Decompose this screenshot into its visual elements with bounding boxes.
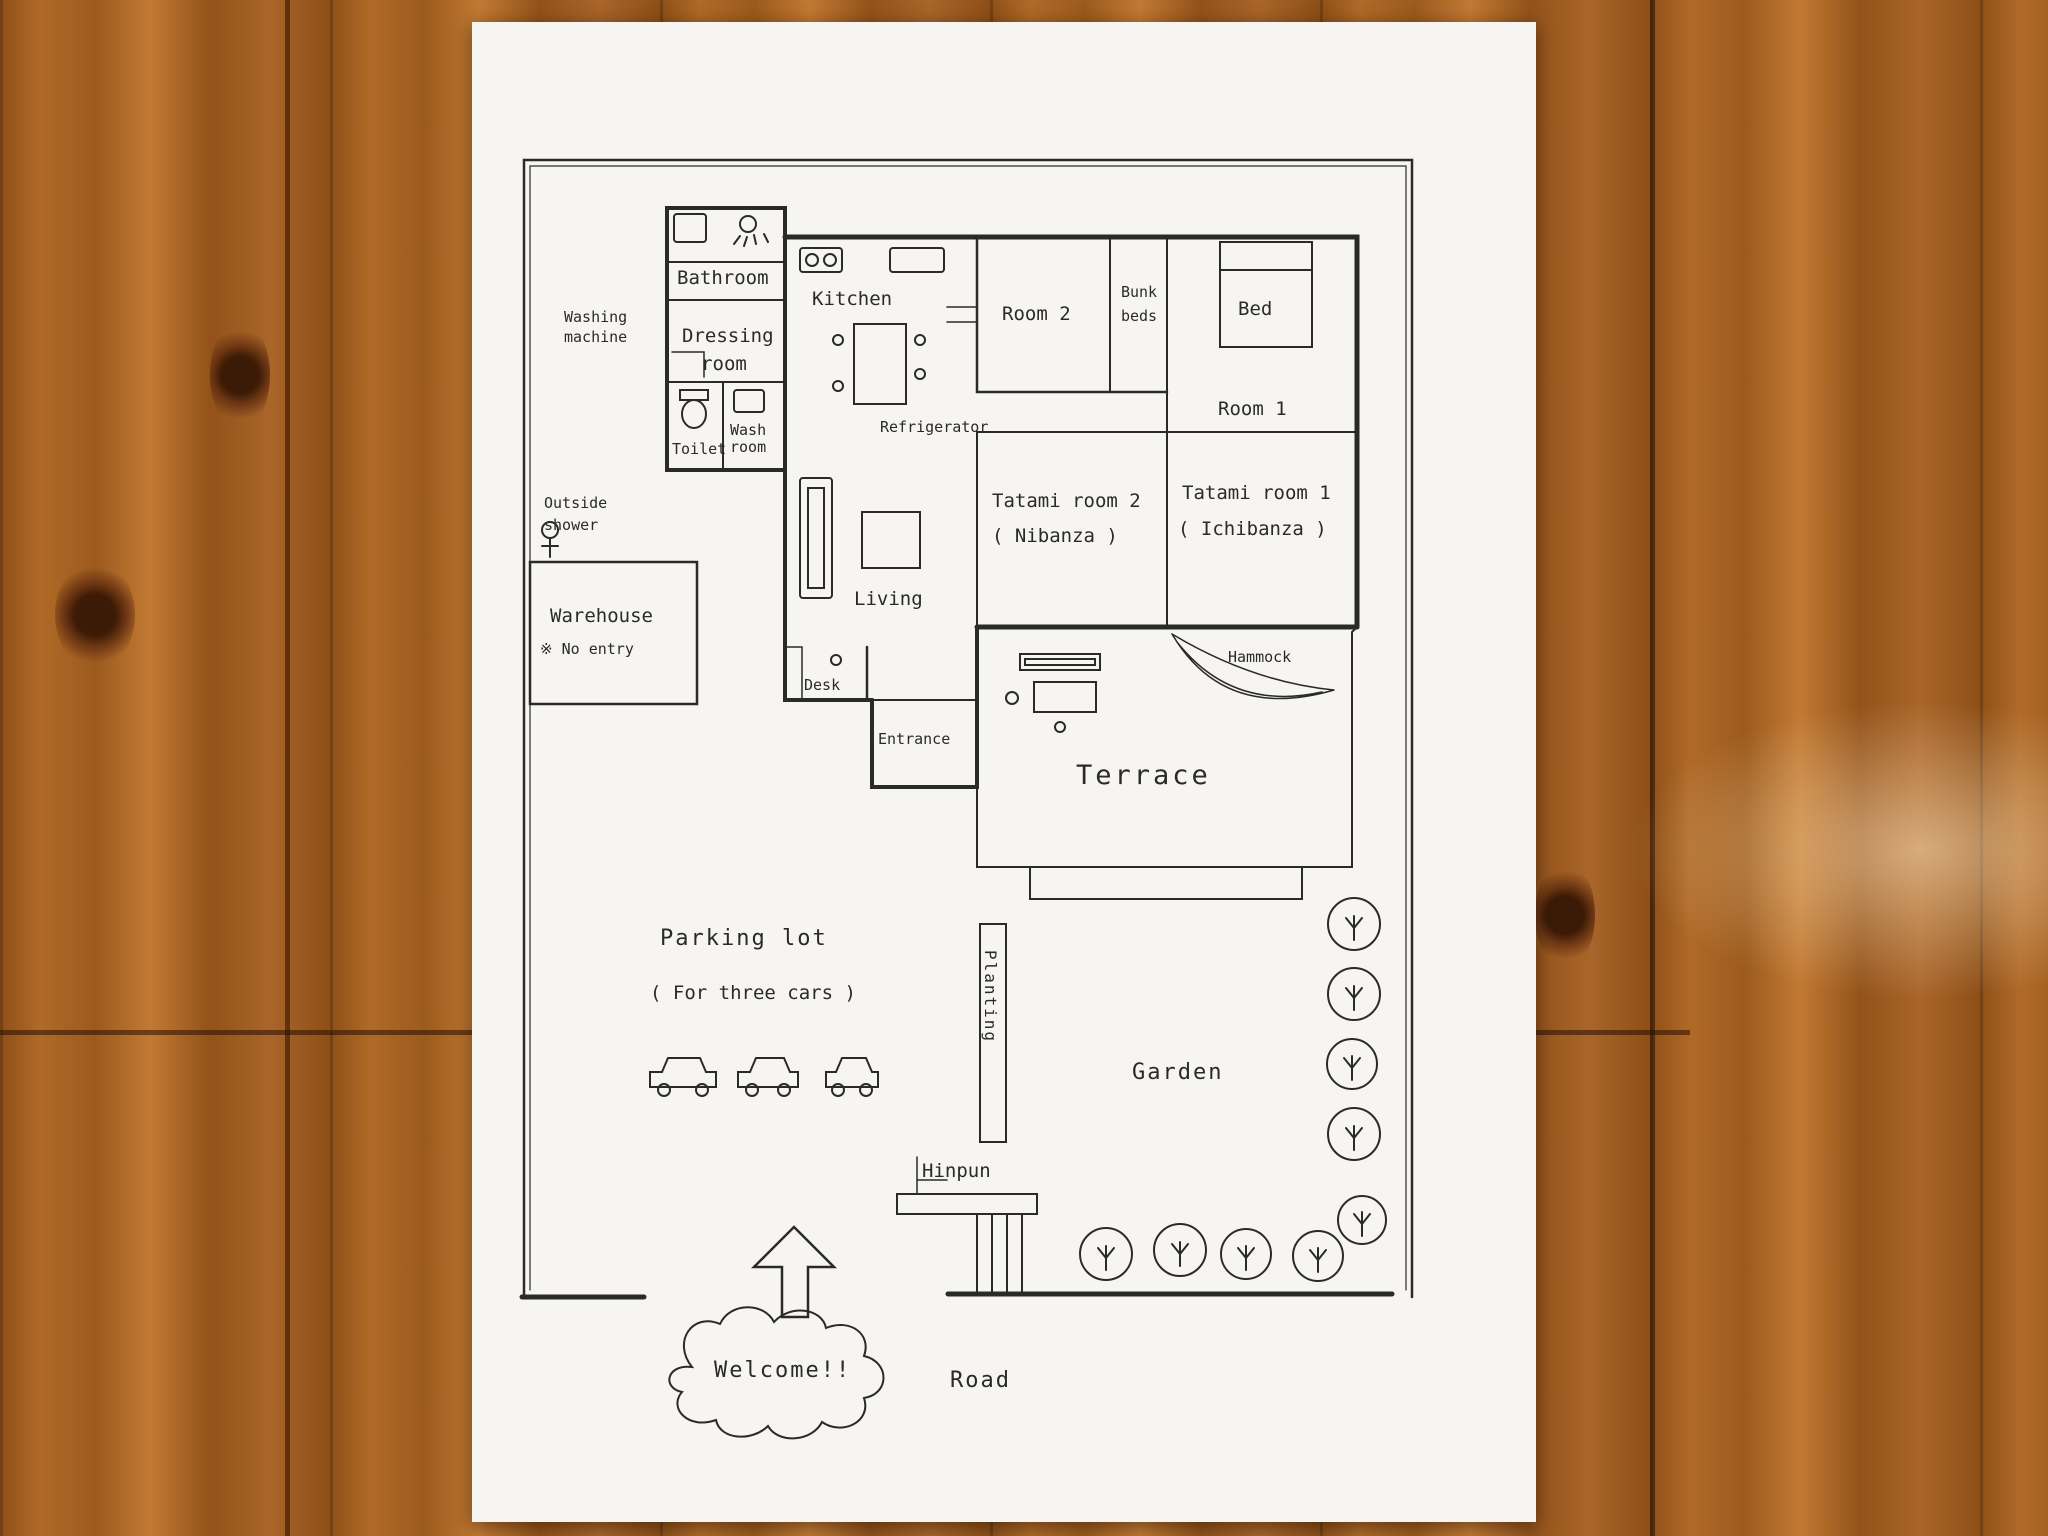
refrigerator-label: Refrigerator [880, 418, 989, 436]
bathroom-label: Bathroom [677, 267, 769, 289]
property-boundary [522, 158, 1414, 1299]
floor-plan-drawing [519, 158, 1414, 1440]
planting-strip [979, 923, 1007, 1143]
plank-seam [285, 0, 290, 1536]
parking-lot-label: Parking lot [660, 926, 828, 951]
hinpun-label: Hinpun [922, 1160, 991, 1182]
terrace-bench [1019, 653, 1101, 671]
wood-knot [55, 560, 135, 670]
car-icon-3 [825, 1057, 879, 1097]
hammock-label: Hammock [1228, 648, 1292, 666]
tatami2-sub-label: ( Nibanza ) [992, 525, 1118, 547]
welcome-cloud [668, 1306, 885, 1440]
toilet-label: Toilet [672, 440, 727, 458]
bathtub-icon [673, 213, 707, 243]
washing-machine-label: Washing machine [564, 308, 628, 346]
wood-knot [210, 320, 270, 430]
bunk-beds-label: Bunk beds [1120, 283, 1158, 325]
garden-label: Garden [1132, 1060, 1224, 1085]
coffee-table [861, 511, 921, 569]
tatami1-label: Tatami room 1 [1182, 482, 1331, 504]
up-arrow-icon [750, 1225, 838, 1319]
car-icon-1 [649, 1057, 717, 1097]
warehouse [528, 560, 699, 706]
entrance-label: Entrance [878, 730, 951, 748]
tatami2-label: Tatami room 2 [992, 490, 1141, 512]
no-entry-label: ※ No entry [540, 640, 634, 658]
wood-knot [1535, 860, 1595, 970]
welcome-label: Welcome!! [714, 1358, 852, 1383]
planting-label: Planting [981, 950, 1000, 1044]
house-west-wall [783, 468, 874, 702]
terrace-outline [976, 626, 1358, 868]
tatami1-sub-label: ( Ichibanza ) [1178, 518, 1327, 540]
entrance-wall [870, 625, 979, 789]
terrace-table [1033, 681, 1097, 713]
room1-label: Room 1 [1218, 398, 1287, 420]
light-glare [1628, 700, 2048, 1000]
bed-icon [1219, 241, 1313, 348]
bathroom-block [665, 206, 787, 472]
shower-head-icon [739, 215, 757, 233]
washer-arrow [671, 351, 705, 378]
road-label: Road [950, 1368, 1011, 1393]
sink-counter-icon [889, 247, 945, 273]
parking-sub-label: ( For three cars ) [650, 982, 856, 1004]
dining-table [853, 323, 907, 405]
stove-icon [799, 247, 843, 273]
car-icon-2 [737, 1057, 799, 1097]
property-boundary-inner [529, 165, 1407, 1291]
toilet-icon [681, 399, 707, 429]
wash-room-label: Wash room [730, 421, 767, 456]
sink-icon [733, 389, 765, 413]
hinpun-wall [896, 1193, 1038, 1215]
refrigerator-marker [946, 306, 978, 323]
hammock-icon [1171, 633, 1335, 700]
tree-icons [1079, 897, 1387, 1282]
living-label: Living [854, 588, 923, 610]
floor-plan-sheet: Bathroom Washing machine Dressing room T… [472, 22, 1536, 1522]
terrace-step [1029, 866, 1303, 900]
terrace-label: Terrace [1076, 760, 1211, 791]
sofa-icon [799, 477, 833, 599]
bed-label: Bed [1238, 298, 1273, 320]
warehouse-label: Warehouse [550, 605, 653, 627]
desk-label: Desk [804, 676, 841, 694]
outside-shower-label: Outside shower [544, 494, 608, 534]
room2-label: Room 2 [1002, 303, 1071, 325]
house-outer-wall [782, 234, 1360, 630]
dressing-room-label: Dressing room [682, 325, 774, 375]
kitchen-label: Kitchen [812, 288, 893, 310]
